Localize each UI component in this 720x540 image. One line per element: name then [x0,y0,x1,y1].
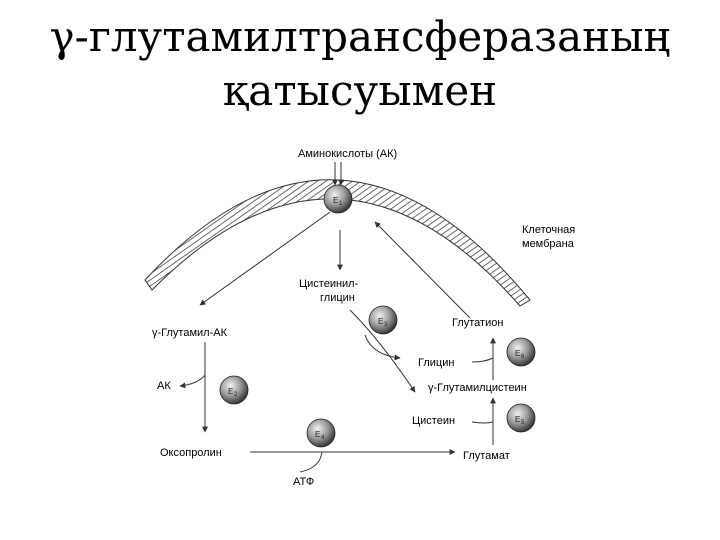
svg-text:2: 2 [234,392,238,398]
arrow-release-ak [179,374,206,389]
svg-text:1: 1 [339,201,343,207]
enzyme-e6: E 6 [506,337,536,367]
arrow-to-glycine [364,334,401,361]
page-title-line-2: қатысуымен [222,66,498,115]
ak-label: АК [157,380,171,392]
membrane-label-line-2: мембрана [522,238,575,250]
svg-text:4: 4 [321,435,325,441]
glutamate-label: Глутамат [463,450,510,462]
svg-text:E: E [378,317,383,326]
enzyme-e4: E 4 [306,418,336,448]
oxoproline-label: Оксопролин [160,447,222,459]
svg-text:E: E [228,387,233,396]
arrow-to-cysteine [349,309,416,393]
glutathione-label: Глутатион [452,317,503,329]
cysteine-join-curve [471,421,494,424]
page-title-line-1: γ-глутамилтрансферазаның [49,12,671,61]
svg-text:E: E [315,430,320,439]
enzyme-e2: E 2 [219,375,249,405]
amino-acids-label: Аминокислоты (АК) [298,148,397,160]
svg-text:5: 5 [521,420,525,426]
atp-label: АТФ [293,476,314,488]
cysteine-label: Цистеин [412,415,455,427]
enzyme-e5: E 5 [506,403,536,433]
glycine-label: Глицин [418,357,454,369]
enzyme-e3: E 3 [368,305,398,335]
svg-text:E: E [515,415,520,424]
glycine-join-curve [471,357,494,363]
cell-membrane [144,179,531,307]
svg-text:E: E [515,349,520,358]
membrane-label-line-1: Клеточная [522,224,575,236]
cysteinylglycine-label-line-2: глицин [320,292,355,304]
glutamyl-ak-label: γ-Глутамил-АК [152,327,228,339]
glutamylcysteine-label: γ-Глутамилцистеин [428,382,527,394]
arrow-to-glutamyl-ak [199,211,331,306]
svg-text:E: E [333,196,338,205]
atp-curve [299,451,323,473]
arrow-glutathione-to-membrane [374,221,471,319]
enzyme-e1: E 1 [323,184,353,214]
cysteinylglycine-label-line-1: Цистеинил- [299,278,359,290]
svg-text:3: 3 [384,322,388,328]
svg-text:6: 6 [521,354,525,360]
